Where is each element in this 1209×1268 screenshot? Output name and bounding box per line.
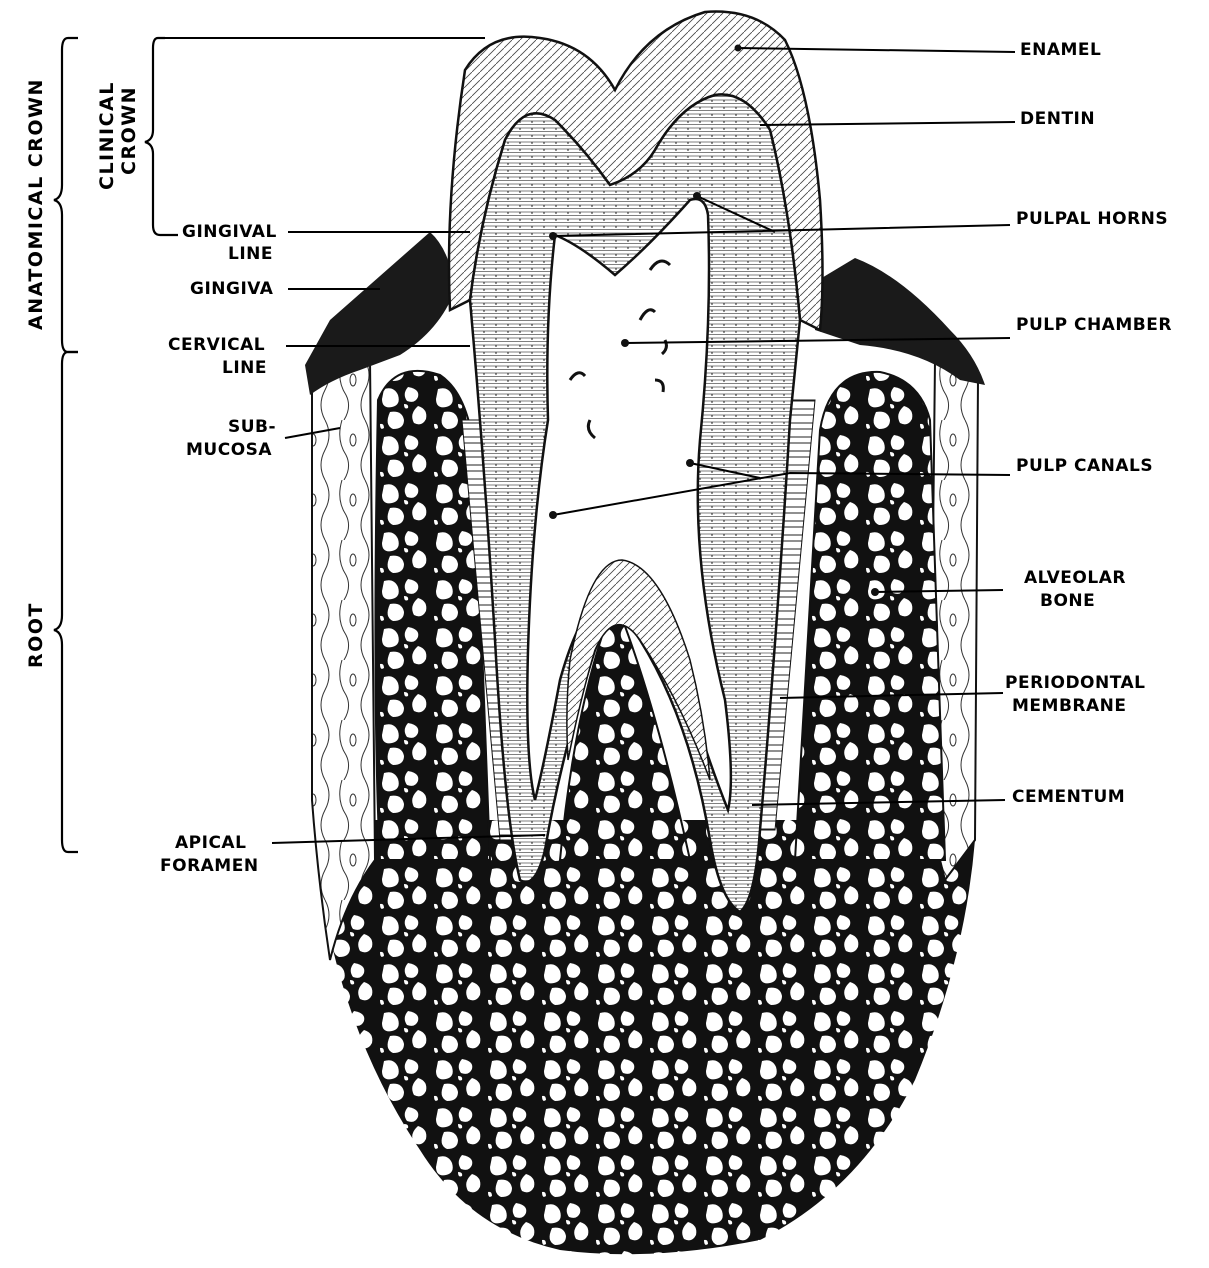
alveolar-bone-label-1: ALVEOLAR: [1024, 568, 1126, 588]
pulpal-horns-label: PULPAL HORNS: [1016, 209, 1168, 229]
cementum-label: CEMENTUM: [1012, 787, 1125, 807]
dentin-label: DENTIN: [1020, 109, 1095, 129]
pulpal-horn-dot-right: [693, 192, 701, 200]
pulp-chamber-dot: [621, 339, 629, 347]
gingiva-label: GINGIVA: [190, 279, 274, 299]
apical-foramen-label-1: APICAL: [175, 833, 246, 853]
clinical-crown-label-1: CLINICAL: [96, 81, 118, 190]
pulp-chamber-label: PULP CHAMBER: [1016, 315, 1172, 335]
clinical-crown-label-2: CROWN: [118, 86, 140, 175]
periodontal-membrane-label-1: PERIODONTAL: [1005, 673, 1146, 693]
gingival-line-label-2: LINE: [228, 244, 273, 264]
cervical-line-label-2: LINE: [222, 358, 267, 378]
left-gingiva: [305, 232, 455, 395]
root-label: ROOT: [25, 602, 47, 668]
pulpal-horn-dot-left: [549, 232, 557, 240]
anatomical-crown-bracket: [54, 38, 78, 352]
alveolar-bone-dot: [871, 588, 879, 596]
apical-foramen-label-2: FORAMEN: [160, 856, 259, 876]
submucosa-label-1: SUB-: [228, 417, 276, 437]
gingival-line-label-1: GINGIVAL: [182, 222, 277, 242]
pulp-canal-dot-left: [549, 511, 557, 519]
anatomical-crown-label: ANATOMICAL CROWN: [25, 78, 47, 330]
right-gingiva: [815, 258, 985, 385]
alveolar-bone-label-2: BONE: [1040, 591, 1095, 611]
enamel-label: ENAMEL: [1020, 40, 1101, 60]
cervical-line-label-1: CERVICAL: [168, 335, 265, 355]
left-submucosa: [312, 360, 375, 960]
root-bracket: [54, 352, 78, 852]
right-alveolar-crest: [795, 372, 945, 860]
periodontal-membrane-label-2: MEMBRANE: [1012, 696, 1127, 716]
submucosa-label-2: MUCOSA: [186, 440, 272, 460]
pulp-canals-label: PULP CANALS: [1016, 456, 1153, 476]
clinical-crown-bracket: [145, 38, 178, 235]
enamel-dot: [735, 45, 742, 52]
pulp-canal-dot-right: [686, 459, 694, 467]
